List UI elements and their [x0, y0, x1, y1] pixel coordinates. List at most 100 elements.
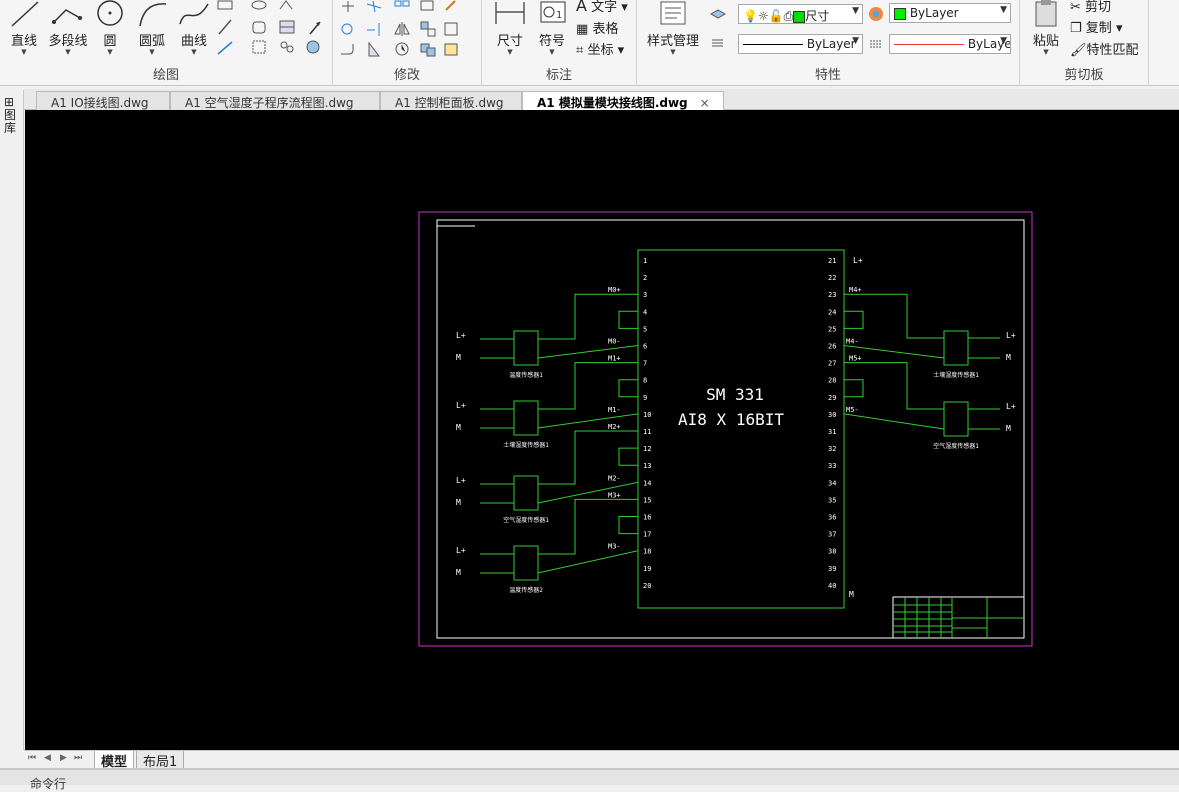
table-grid-icon[interactable] [278, 18, 296, 36]
tab-model[interactable]: 模型 [94, 751, 135, 770]
right-pin-number: 35 [828, 496, 836, 504]
copy-button[interactable]: ❐ 复制 ▾ [1070, 21, 1123, 36]
bridge-wire [618, 447, 638, 466]
array-icon[interactable] [393, 0, 411, 18]
first-layout-icon[interactable]: ⏮ [28, 753, 37, 763]
left-pin-number: 5 [643, 325, 647, 333]
tab-control-panel[interactable]: A1 控制柜面板.dwg [380, 91, 522, 110]
prev-layout-icon[interactable]: ◀ [44, 753, 51, 763]
boundary-icon[interactable] [250, 38, 268, 56]
sensor-box [513, 400, 539, 436]
curve-icon [179, 3, 209, 25]
properties-group-label: 特性 [814, 68, 841, 83]
tab-layout1[interactable]: 布局1 [136, 751, 185, 770]
construction-line-icon[interactable] [216, 18, 234, 36]
lineweight-value: ByLayer [967, 37, 1011, 51]
curve-button[interactable]: 曲线 ▼ [172, 0, 216, 60]
lock-icon: 🔓 [768, 9, 784, 23]
tab-io-wiring[interactable]: A1 IO接线图.dwg [36, 91, 170, 110]
wiring-drawing: SM 331 AI8 X 16BIT 123456789101112131415… [418, 211, 1033, 647]
supply-plus-label: L+ [456, 476, 466, 485]
line-button[interactable]: 直线 ▼ [2, 0, 46, 60]
left-pin-number: 11 [643, 428, 651, 436]
paste-button[interactable]: 粘贴 ▼ [1024, 0, 1068, 60]
library-panel-tab[interactable]: ⊞ 图库 [4, 96, 20, 135]
extend-icon[interactable] [365, 20, 383, 38]
cut-button[interactable]: ✂ 剪切 [1070, 0, 1111, 15]
layer-color-swatch [793, 10, 806, 23]
pointer-icon[interactable] [306, 18, 324, 36]
color-combo[interactable]: ByLayer ▼ [889, 3, 1011, 23]
trim-icon[interactable] [365, 0, 383, 18]
module-power-plus: L+ [853, 256, 863, 265]
signal-label: M2+ [608, 423, 621, 431]
text-icon: A [576, 0, 587, 15]
lineweight-combo[interactable]: ByLayer ▼ [889, 34, 1011, 54]
left-pin-number: 17 [643, 531, 651, 539]
ray-icon[interactable] [216, 38, 234, 56]
layer-combo[interactable]: 💡☼🔓⎙尺寸 ▼ [738, 4, 863, 24]
lineweight-icon[interactable] [709, 34, 727, 52]
hatch-icon[interactable] [278, 0, 296, 18]
properties-edit-icon[interactable] [443, 40, 461, 58]
tab-humidity-flowchart[interactable]: A1 空气湿度子程序流程图.dwg [170, 91, 380, 110]
close-icon[interactable]: × [699, 96, 710, 110]
chevron-down-icon: ▼ [149, 48, 155, 56]
region-icon[interactable] [250, 18, 268, 36]
rectangle-icon[interactable] [216, 0, 234, 18]
move-icon[interactable] [339, 0, 357, 18]
erase-icon[interactable] [443, 0, 461, 18]
library-icon: ⊞ [4, 95, 15, 109]
document-tab-bar: A1 IO接线图.dwg A1 空气湿度子程序流程图.dwg A1 控制柜面板.… [24, 89, 1179, 111]
match-properties-button[interactable]: 🖌特性匹配 [1070, 39, 1139, 58]
dimension-button[interactable]: 尺寸 ▼ [488, 0, 532, 60]
side-panel: ⊞ 图库 [0, 90, 24, 750]
linetype-combo[interactable]: ByLayer ▼ [738, 34, 863, 54]
table-label: 表格 [592, 22, 619, 37]
right-pin-number: 30 [828, 411, 836, 419]
clipboard-group: 粘贴 ▼ ✂ 剪切 ❐ 复制 ▾ 🖌特性匹配 剪切板 [1020, 0, 1149, 86]
draw-group-label: 绘图 [152, 68, 179, 83]
explode-icon[interactable] [393, 40, 411, 58]
line-label: 直线 [10, 34, 37, 49]
mirror-icon[interactable] [393, 20, 411, 38]
group-icon[interactable] [278, 38, 296, 56]
draw-group: 直线 ▼ 多段线 ▼ 圆 ▼ 圆弧 ▼ 曲线 ▼ [0, 0, 333, 86]
ellipse-icon[interactable] [250, 0, 268, 18]
text-button[interactable]: A 文字 ▾ [576, 0, 628, 15]
polyline-icon [52, 9, 82, 24]
last-layout-icon[interactable]: ⏭ [74, 753, 83, 763]
table-button[interactable]: ▦ 表格 [576, 18, 618, 37]
sensor-label: 空气湿度传感器1 [503, 516, 549, 524]
scale-icon[interactable] [443, 20, 461, 38]
fillet-icon[interactable] [339, 40, 357, 58]
style-manager-button[interactable]: 样式管理 ▼ [647, 0, 699, 60]
coordinate-button[interactable]: ⌗ 坐标 ▾ [576, 43, 625, 58]
signal-wire-minus [537, 550, 639, 574]
next-layout-icon[interactable]: ▶ [60, 753, 67, 763]
stretch-icon[interactable] [419, 0, 437, 18]
rotate-icon[interactable] [339, 20, 357, 38]
join-icon[interactable] [419, 40, 437, 58]
right-pin-number: 31 [828, 428, 836, 436]
chamfer-icon[interactable] [365, 40, 383, 58]
linetype-scale-icon[interactable] [867, 35, 885, 53]
circle-button[interactable]: 圆 ▼ [88, 0, 132, 60]
lightbulb-icon: 💡 [743, 9, 758, 23]
chevron-down-icon: ▼ [107, 48, 113, 56]
polyline-button[interactable]: 多段线 ▼ [46, 0, 90, 60]
tab-analog-module-wiring[interactable]: A1 模拟量模块接线图.dwg× [522, 91, 724, 111]
table-icon: ▦ [576, 22, 589, 37]
signal-label: M2- [608, 474, 621, 482]
left-pin-number: 12 [643, 445, 651, 453]
symbol-button[interactable]: 1 符号 ▼ [530, 0, 574, 60]
color-wheel-icon[interactable] [867, 5, 885, 23]
right-pin-number: 38 [828, 548, 836, 556]
properties-group: 样式管理 ▼ 💡☼🔓⎙尺寸 ▼ ByLayer ▼ ByLayer ▼ ByLa… [637, 0, 1020, 86]
donut-icon[interactable] [304, 38, 322, 56]
command-line[interactable]: 命令行 [0, 768, 1179, 791]
layer-properties-icon[interactable] [709, 4, 727, 22]
offset-icon[interactable] [419, 20, 437, 38]
arc-button[interactable]: 圆弧 ▼ [130, 0, 174, 60]
